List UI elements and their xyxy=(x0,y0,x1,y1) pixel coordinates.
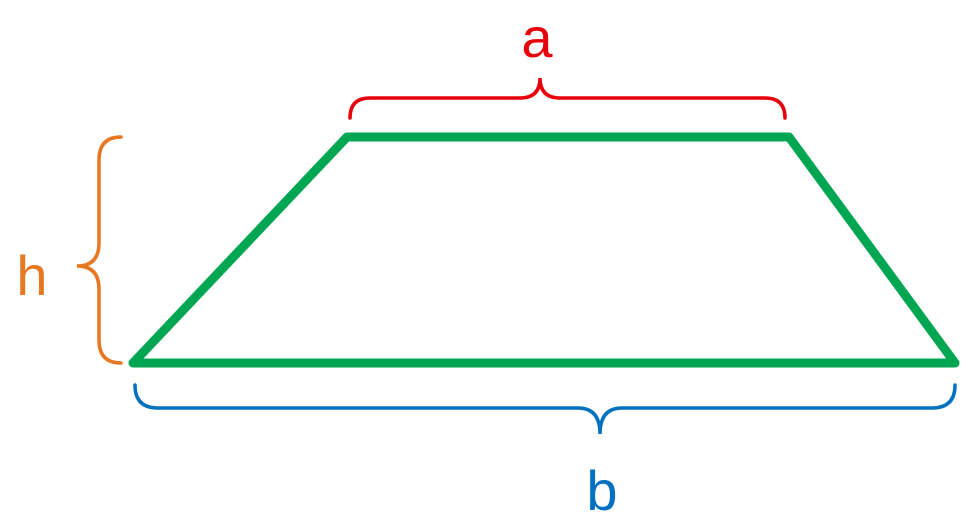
trapezoid-shape xyxy=(128,132,960,368)
height-brace xyxy=(76,135,123,365)
label-a: a xyxy=(521,6,553,69)
label-b: b xyxy=(586,459,617,522)
top-brace xyxy=(348,77,787,120)
bottom-brace xyxy=(133,383,957,435)
label-h: h xyxy=(16,244,47,307)
